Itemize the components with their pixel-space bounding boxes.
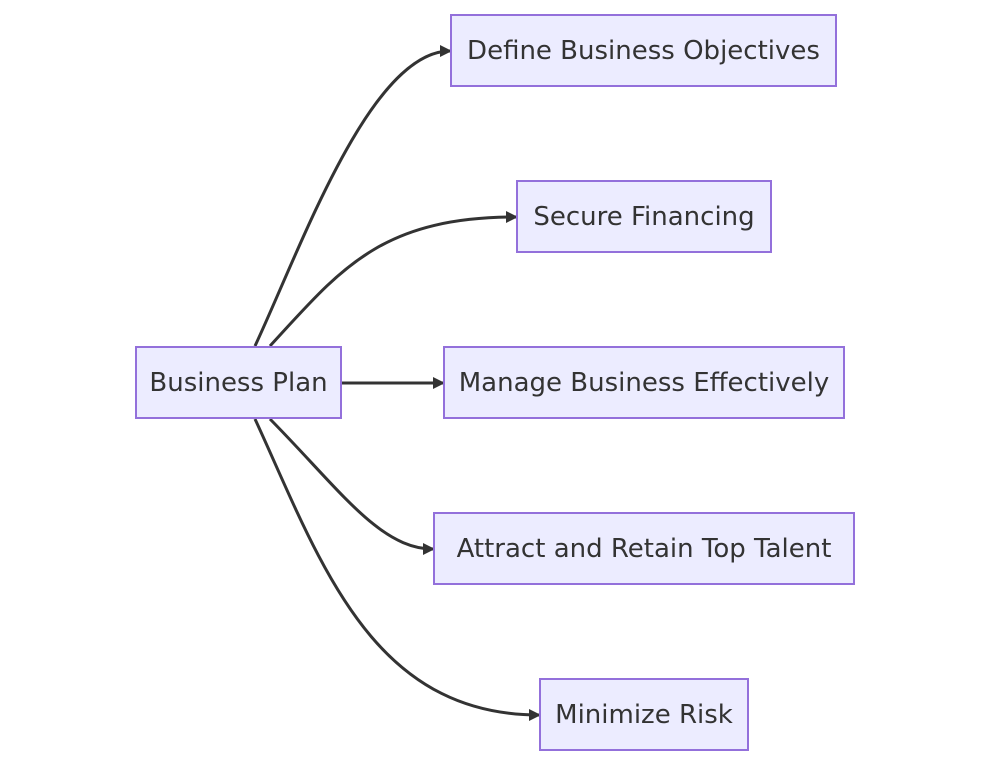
edge-root-to-risk <box>253 418 541 721</box>
node-manage-business-effectively: Manage Business Effectively <box>443 346 845 419</box>
node-attract-retain-talent: Attract and Retain Top Talent <box>433 512 855 585</box>
node-minimize-risk: Minimize Risk <box>539 678 749 751</box>
node-define-business-objectives: Define Business Objectives <box>450 14 837 87</box>
edge-root-to-objectives <box>253 45 452 347</box>
edge-root-to-financing <box>268 211 518 348</box>
node-secure-financing: Secure Financing <box>516 180 772 253</box>
edge-root-to-talent <box>268 417 435 555</box>
node-business-plan: Business Plan <box>135 346 342 419</box>
